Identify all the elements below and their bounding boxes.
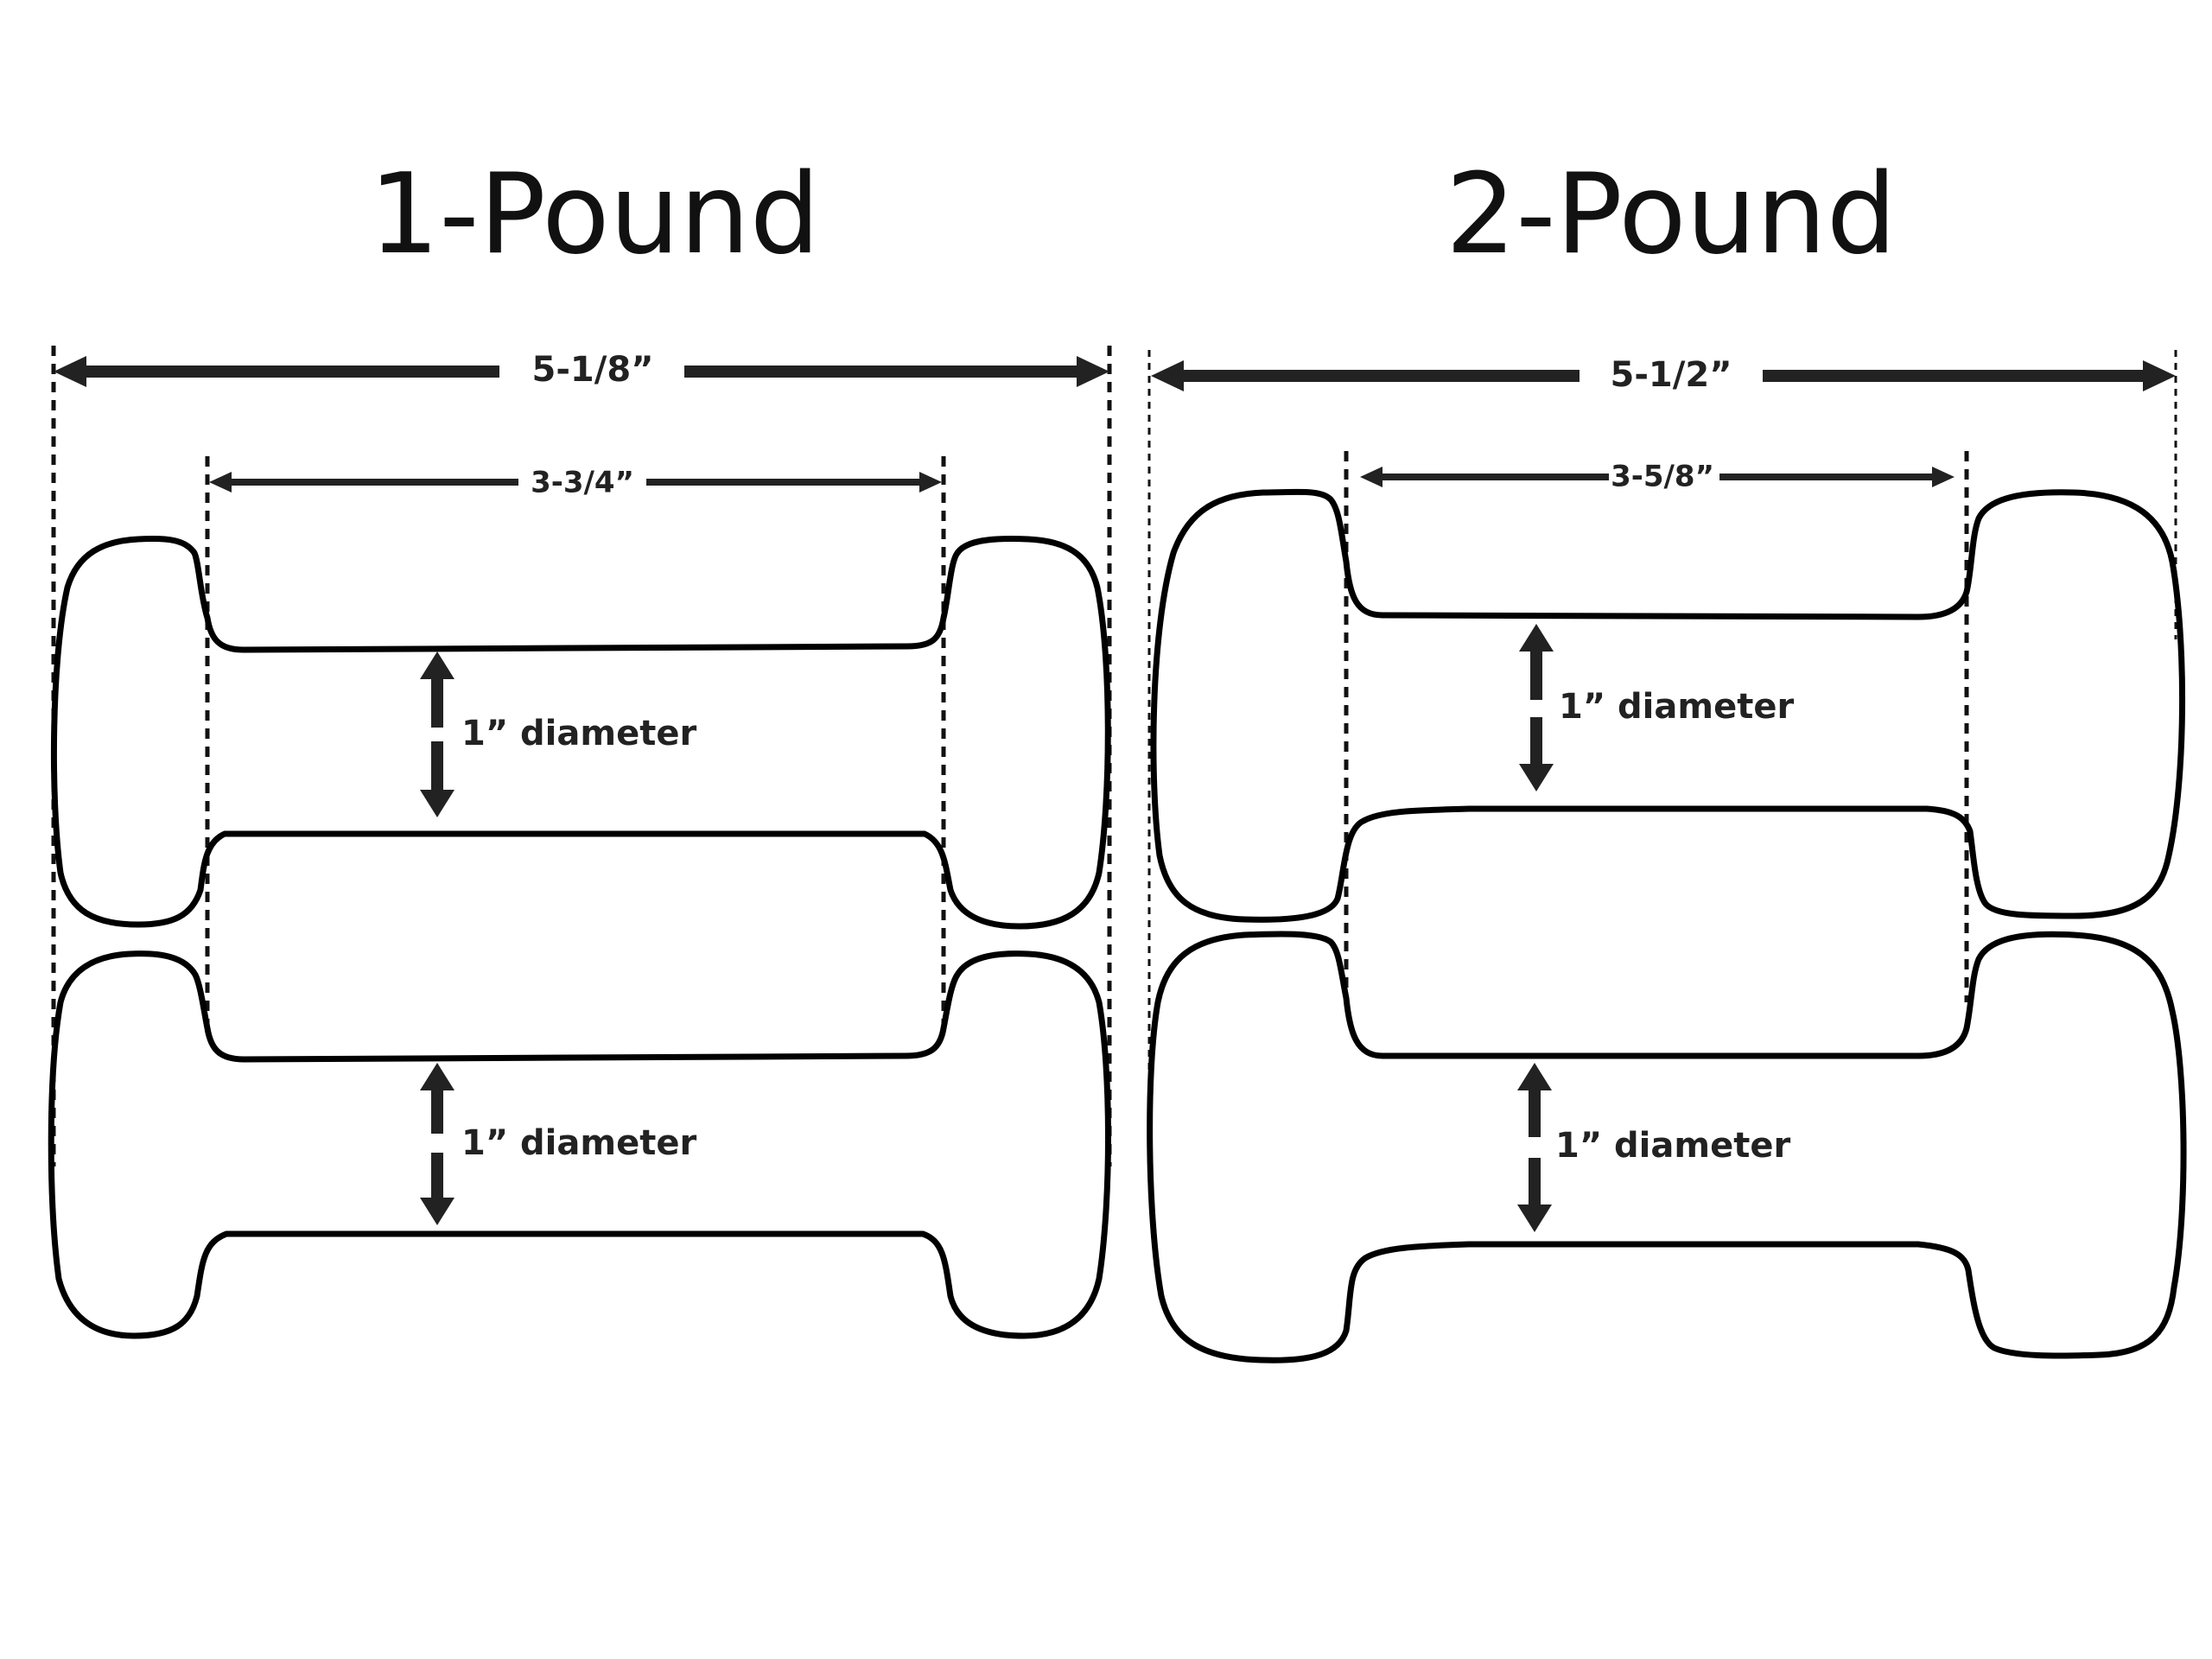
diameter-label: 1” diameter — [1559, 687, 1794, 727]
diameter-dimension-top: 1” diameter — [420, 652, 696, 817]
arrow-down-icon — [420, 1198, 454, 1225]
arrow-up-icon — [420, 652, 454, 679]
arrow-right-icon — [2143, 360, 2176, 391]
dumbbell-top — [1150, 488, 2186, 923]
arrow-left-icon — [209, 472, 232, 493]
arrow-down-icon — [1517, 1205, 1552, 1232]
diameter-dimension-bottom: 1” diameter — [1517, 1063, 1790, 1232]
diameter-label: 1” diameter — [1555, 1126, 1790, 1166]
arrow-left-icon — [1151, 360, 1184, 391]
diameter-dimension-bottom: 1” diameter — [420, 1063, 696, 1225]
dumbbell-bottom — [1147, 931, 2187, 1363]
diameter-label: 1” diameter — [461, 1123, 696, 1163]
handle-length-dimension: 3-5/8” — [1360, 460, 1955, 494]
arrow-left-icon — [54, 356, 86, 387]
arrow-up-icon — [1517, 1063, 1552, 1090]
overall-length-dimension: 5-1/2” — [1151, 355, 2176, 395]
overall-length-label: 5-1/8” — [532, 350, 654, 390]
panel-2-pound: 2-Pound 5-1/2” 3-5/8” — [1147, 150, 2187, 1363]
arrow-up-icon — [420, 1063, 454, 1090]
arrow-down-icon — [420, 790, 454, 817]
arrow-right-icon — [1077, 356, 1109, 387]
overall-length-label: 5-1/2” — [1611, 355, 1732, 395]
handle-length-label: 3-3/4” — [531, 466, 634, 500]
dumbbell-top — [50, 535, 1111, 930]
handle-length-dimension: 3-3/4” — [209, 466, 942, 500]
dumbbell-bottom — [48, 950, 1111, 1339]
handle-length-label: 3-5/8” — [1611, 460, 1714, 494]
panel-title-1-pound: 1-Pound — [369, 150, 820, 279]
panel-1-pound: 1-Pound 5-1/8” 3-3/4” — [48, 150, 1112, 1339]
diameter-dimension-top: 1” diameter — [1519, 624, 1794, 791]
overall-length-dimension: 5-1/8” — [54, 350, 1109, 390]
arrow-up-icon — [1519, 624, 1554, 652]
panel-title-2-pound: 2-Pound — [1446, 150, 1897, 279]
diameter-label: 1” diameter — [461, 714, 696, 753]
arrow-left-icon — [1360, 467, 1382, 487]
arrow-right-icon — [919, 472, 942, 493]
arrow-down-icon — [1519, 764, 1554, 791]
arrow-right-icon — [1932, 467, 1955, 487]
